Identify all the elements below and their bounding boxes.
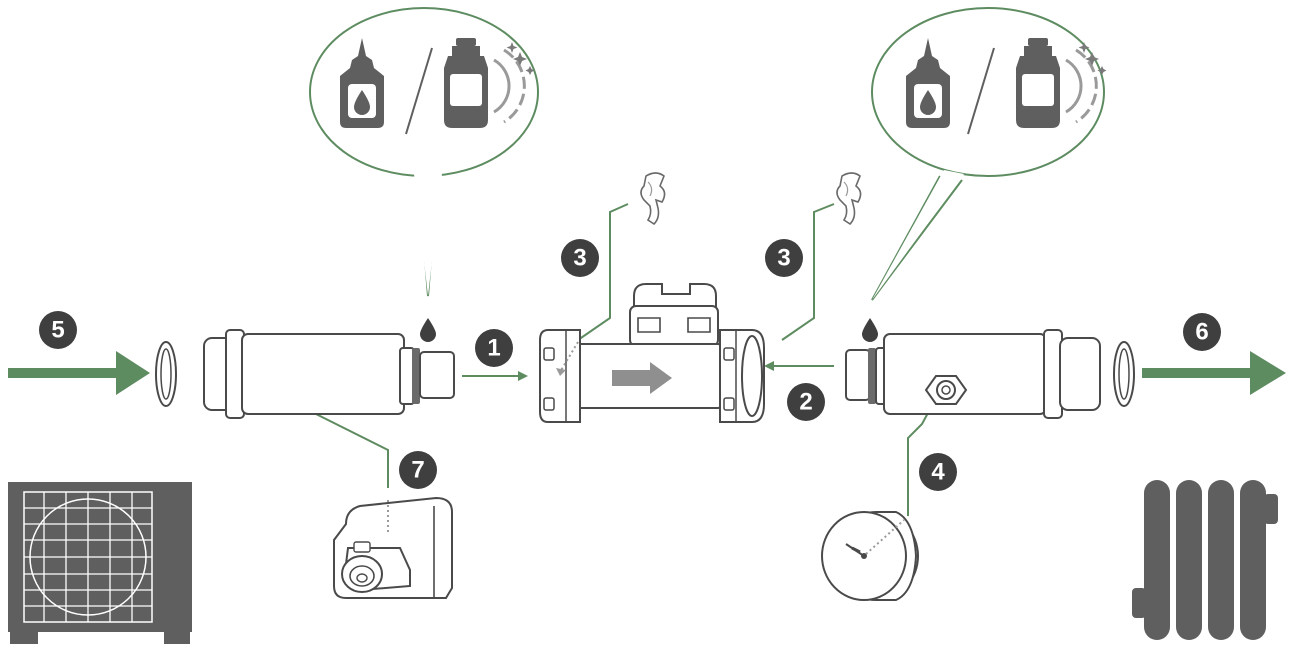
step-number: 3 xyxy=(777,245,790,272)
retaining-clip-left xyxy=(640,172,666,225)
step-badge-6: 6 xyxy=(1183,313,1221,351)
step-number: 6 xyxy=(1195,319,1208,346)
step-number: 3 xyxy=(573,245,586,272)
step-badge-2: 2 xyxy=(787,383,825,421)
or-divider xyxy=(405,47,433,135)
drop-icon xyxy=(420,318,436,342)
step-badge-7: 7 xyxy=(399,451,437,489)
heat-pump-outdoor-unit-icon xyxy=(8,482,192,644)
lubricant-bubble-left xyxy=(309,7,539,296)
outlet-flow-arrow xyxy=(1142,351,1286,395)
step-badge-1: 1 xyxy=(475,329,513,367)
step-badge-3-right: 3 xyxy=(765,239,803,277)
magnet-cover xyxy=(333,496,453,599)
step-number: 1 xyxy=(487,335,500,362)
clip-leader-left xyxy=(577,203,629,341)
retaining-clip-right xyxy=(836,172,862,225)
clip-leader-right xyxy=(781,203,835,341)
gauge-port-icon xyxy=(924,375,968,405)
gasket-left xyxy=(155,341,177,407)
assembly-arrow-left xyxy=(462,371,528,381)
inlet-flow-arrow xyxy=(8,351,150,395)
flow-direction-icon xyxy=(612,362,672,394)
gasket-right xyxy=(1113,341,1135,407)
step-number: 7 xyxy=(411,457,424,484)
radiator-icon xyxy=(1132,480,1278,640)
assembly-arrow-right xyxy=(764,361,834,371)
inlet-valve-body xyxy=(203,329,455,419)
step-badge-5: 5 xyxy=(39,311,77,349)
outlet-valve-body xyxy=(845,329,1101,419)
step-badge-4: 4 xyxy=(919,453,957,491)
step-number: 5 xyxy=(51,317,64,344)
pressure-gauge xyxy=(821,511,919,601)
central-filter-body xyxy=(539,283,765,423)
step-number: 4 xyxy=(931,459,945,486)
step-number: 2 xyxy=(799,389,812,416)
lubricant-bubble-right xyxy=(871,7,1108,300)
step-badge-3-left: 3 xyxy=(561,239,599,277)
drop-icon xyxy=(862,318,878,342)
or-divider xyxy=(967,47,995,135)
